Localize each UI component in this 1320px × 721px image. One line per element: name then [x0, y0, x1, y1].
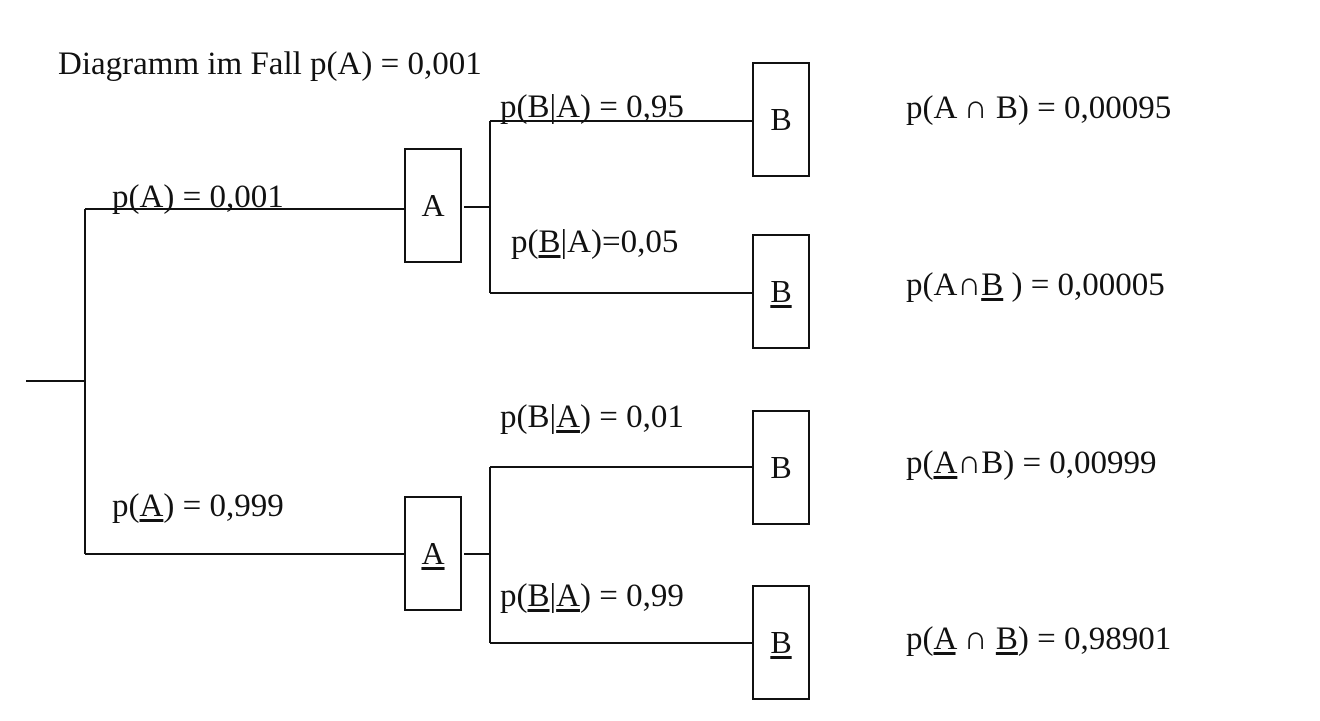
edge-label-a: p(A) = 0,001: [112, 179, 284, 215]
edge-label-not-a: p(A) = 0,999: [112, 488, 284, 524]
node-a: A: [404, 148, 462, 263]
node-not-b-given-a: B: [752, 234, 810, 349]
diagram-title: Diagramm im Fall p(A) = 0,001: [58, 46, 482, 82]
node-not-a: A: [404, 496, 462, 611]
result-a-and-not-b: p(A∩B ) = 0,00005: [906, 267, 1165, 303]
node-b-given-not-a: B: [752, 410, 810, 525]
edge-label-b-given-a: p(B|A) = 0,95: [500, 89, 684, 125]
node-not-b-given-not-a: B: [752, 585, 810, 700]
result-not-a-and-b: p(A∩B) = 0,00999: [906, 445, 1157, 481]
edge-label-b-given-not-a: p(B|A) = 0,01: [500, 399, 684, 435]
result-not-a-and-not-b: p(A ∩ B) = 0,98901: [906, 621, 1172, 657]
edge-label-not-b-given-not-a: p(B|A) = 0,99: [500, 578, 684, 614]
edge-label-not-b-given-a: p(B|A)=0,05: [511, 224, 679, 260]
node-b-given-a: B: [752, 62, 810, 177]
result-a-and-b: p(A ∩ B) = 0,00095: [906, 90, 1172, 126]
